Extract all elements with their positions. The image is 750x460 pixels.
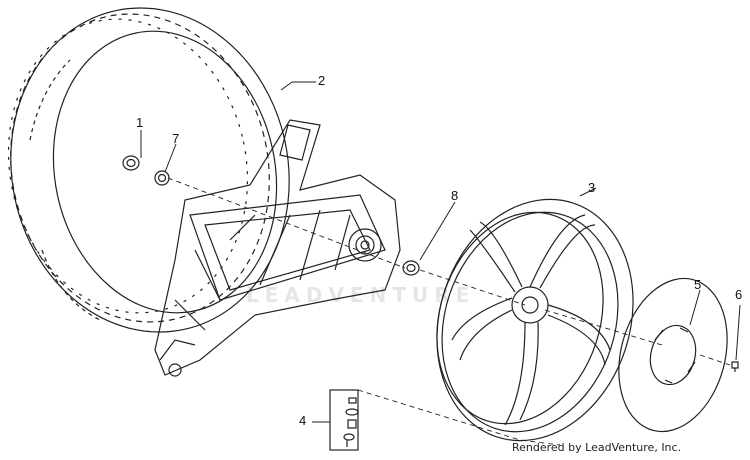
- callout-1: 1: [136, 115, 144, 130]
- rendered-by-credit: Rendered by LeadVenture, Inc.: [512, 441, 682, 454]
- spacer-drawing: [154, 170, 170, 186]
- callout-2: 2: [318, 73, 326, 88]
- leader-lines: [140, 81, 741, 423]
- bearing-drawing: [122, 155, 140, 171]
- spacer-8-drawing: [402, 260, 420, 276]
- callout-4: 4: [299, 413, 307, 428]
- valve-drawing: [329, 389, 359, 451]
- watermark-text: LEADVENTURE: [246, 283, 476, 307]
- tire-drawing: [7, 7, 290, 333]
- rim-drawing: [436, 198, 634, 442]
- callout-8: 8: [451, 188, 459, 203]
- swingarm-drawing: [154, 119, 401, 377]
- brake-disc-drawing: [618, 277, 728, 433]
- callout-7: 7: [172, 131, 180, 146]
- bolt-drawing: [731, 361, 739, 372]
- callout-6: 6: [735, 287, 743, 302]
- callout-5: 5: [694, 277, 702, 292]
- alignment-lines: [167, 177, 731, 446]
- callout-3: 3: [588, 180, 596, 195]
